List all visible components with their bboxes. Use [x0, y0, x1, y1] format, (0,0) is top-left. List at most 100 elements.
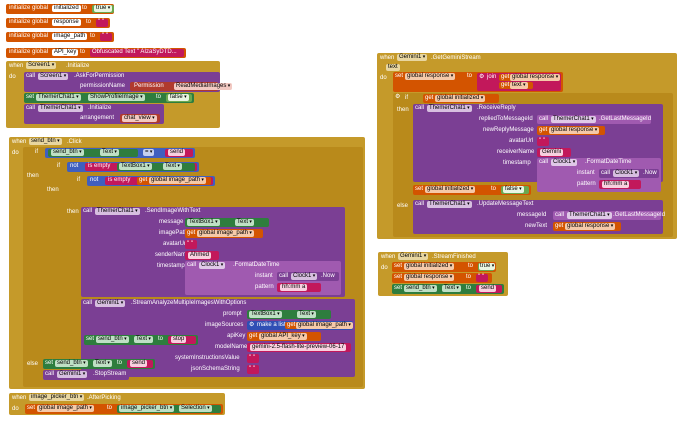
- variable-dropdown[interactable]: global image_path: [149, 177, 206, 184]
- component-dropdown[interactable]: ThemerChat1: [551, 116, 596, 123]
- component-dropdown[interactable]: Screen1: [38, 73, 69, 80]
- gear-icon[interactable]: ⚙: [249, 322, 255, 328]
- property-dropdown[interactable]: ShowProfileImage: [88, 94, 145, 101]
- get-textbox-text[interactable]: TextBox1 Text: [185, 218, 269, 227]
- variable-dropdown[interactable]: global response: [510, 74, 561, 81]
- if-initialized-block[interactable]: ⚙ if get global initialized then call Th…: [393, 93, 673, 237]
- sender-name-string[interactable]: Ahmed: [185, 251, 219, 260]
- variable-dropdown[interactable]: global response: [549, 127, 600, 134]
- component-dropdown[interactable]: Clock1: [291, 273, 318, 280]
- string-value[interactable]: gemini-2.5-flash-lite-preview-06-17: [250, 344, 347, 351]
- stop-stream-call[interactable]: call Gemini1 .StopStream: [43, 370, 129, 380]
- empty-string[interactable]: " ": [247, 365, 259, 374]
- empty-string[interactable]: " ": [247, 354, 259, 363]
- variable-dropdown[interactable]: global initialized: [435, 95, 486, 102]
- format-date-time-call[interactable]: call Clock1 .FormatDateTime instant call…: [185, 261, 341, 295]
- component-dropdown[interactable]: send_btn: [29, 138, 62, 145]
- variable-dropdown[interactable]: global API_key: [259, 333, 307, 340]
- property-dropdown[interactable]: Text: [235, 219, 254, 226]
- init-global-initialized[interactable]: initialize global initialized to true: [6, 4, 114, 14]
- string-value[interactable]: send: [479, 285, 497, 292]
- property-dropdown[interactable]: Text: [100, 149, 119, 156]
- if-block-inner[interactable]: if not is empty TextBox1 Text then if no…: [43, 161, 361, 377]
- gemini-get-stream-event[interactable]: when Gemini1 .GetGeminiStream text do se…: [377, 53, 677, 239]
- property-dropdown[interactable]: Text: [93, 360, 112, 367]
- get-api-key[interactable]: get global API_key: [247, 332, 321, 341]
- component-dropdown[interactable]: Screen1: [26, 62, 57, 69]
- empty-string[interactable]: " ": [537, 137, 549, 146]
- set-global-initialized-true[interactable]: set global initialized to true: [392, 262, 496, 272]
- operator-dropdown[interactable]: =: [143, 149, 155, 156]
- get-text[interactable]: get text: [499, 82, 533, 89]
- component-dropdown[interactable]: TextBox1: [119, 163, 152, 170]
- set-global-response-join[interactable]: set global response to ⚙ join get global…: [393, 72, 563, 92]
- get-last-message-id-call[interactable]: call ThemerChat1 .GetLastMessageId: [553, 211, 665, 220]
- variable-dropdown[interactable]: global image_path: [197, 230, 254, 237]
- is-empty-block[interactable]: is empty TextBox1 Text: [85, 163, 197, 171]
- send-image-with-text-call[interactable]: call ThemerChat1 .SendImageWithText mess…: [81, 207, 345, 297]
- var-name[interactable]: initialized: [52, 5, 81, 12]
- set-send-btn-text-send[interactable]: set send_btn Text to send: [392, 284, 504, 294]
- string-value[interactable]: Ahmed: [188, 252, 212, 259]
- update-message-text-call[interactable]: call ThemerChat1 .UpdateMessageText mess…: [413, 200, 665, 234]
- variable-dropdown[interactable]: global image_path: [37, 405, 94, 412]
- set-send-btn-text-stop[interactable]: set send_btn Text to stop: [84, 335, 198, 345]
- gemini-stream-finished-event[interactable]: when Gemini1 .StreamFinished do set glob…: [378, 252, 508, 296]
- set-global-initialized-false[interactable]: set global initialized to false: [413, 185, 531, 195]
- component-dropdown[interactable]: ThemerChat1: [427, 105, 472, 112]
- variable-dropdown[interactable]: global response: [405, 73, 456, 80]
- model-name-string[interactable]: gemini-2.5-flash-lite-preview-06-17: [247, 343, 351, 352]
- receive-reply-call[interactable]: call ThemerChat1 .ReceiveReply repliedTo…: [413, 104, 663, 192]
- format-date-time-call[interactable]: call Clock1 .FormatDateTime instant call…: [537, 158, 661, 192]
- component-dropdown[interactable]: TextBox1: [249, 311, 282, 318]
- set-show-profile-image[interactable]: set ThemerChat1 ShowProfileImage to fals…: [24, 93, 194, 103]
- property-dropdown[interactable]: Text: [134, 336, 153, 343]
- true-block[interactable]: true: [92, 5, 114, 13]
- clock-now-call[interactable]: call Clock1 .Now: [599, 169, 659, 178]
- if-block-image-path[interactable]: if not is empty get global image_path th…: [63, 175, 357, 377]
- obfuscated-text[interactable]: Obfuscated Text " AIzaSyDTD...: [90, 49, 184, 57]
- param-text[interactable]: text: [386, 64, 400, 71]
- component-dropdown[interactable]: send_btn: [55, 360, 88, 367]
- init-global-image-path[interactable]: initialize global image_path to " ": [6, 32, 114, 42]
- empty-string[interactable]: " ": [185, 240, 197, 249]
- component-dropdown[interactable]: Gemini1: [57, 371, 88, 378]
- property-dropdown[interactable]: Text: [163, 163, 182, 170]
- component-dropdown[interactable]: ThemerChat1: [95, 208, 140, 215]
- init-global-response[interactable]: initialize global response to " ": [6, 18, 110, 28]
- property-dropdown[interactable]: Text: [442, 285, 461, 292]
- get-image-path[interactable]: get global image_path: [285, 322, 353, 329]
- get-global-response[interactable]: get global response: [553, 222, 621, 231]
- init-global-api-key[interactable]: initialize global API_key to Obfuscated …: [6, 48, 186, 58]
- string-value[interactable]: send: [168, 149, 186, 156]
- pattern-string[interactable]: hh:mm a: [599, 180, 641, 189]
- false-block[interactable]: false: [501, 186, 529, 194]
- gear-icon[interactable]: ⚙: [479, 74, 485, 80]
- join-block[interactable]: ⚙ join get global response get text: [477, 73, 561, 91]
- send-btn-click-event[interactable]: when send_btn .Click do if send_btn Text…: [9, 137, 365, 389]
- send-string[interactable]: send: [165, 149, 193, 157]
- variable-dropdown[interactable]: text: [510, 82, 528, 89]
- component-dropdown[interactable]: Gemini1: [397, 54, 428, 61]
- compare-block[interactable]: send_btn Text = send: [45, 148, 195, 158]
- component-dropdown[interactable]: ThemerChat1: [36, 94, 81, 101]
- not-block-image[interactable]: not is empty get global image_path: [87, 176, 215, 186]
- gear-icon[interactable]: ⚙: [395, 94, 401, 100]
- true-dropdown[interactable]: true: [479, 263, 496, 270]
- component-dropdown[interactable]: Clock1: [199, 262, 226, 269]
- false-block[interactable]: false: [166, 94, 192, 102]
- variable-dropdown[interactable]: global initialized: [404, 263, 455, 270]
- variable-dropdown[interactable]: global response: [404, 274, 455, 281]
- stop-string[interactable]: stop: [168, 336, 196, 344]
- get-textbox-text[interactable]: TextBox1 Text: [117, 163, 195, 171]
- not-block[interactable]: not is empty TextBox1 Text: [67, 162, 199, 172]
- get-global-response[interactable]: get global response: [499, 74, 561, 81]
- component-dropdown[interactable]: image_picker_btn: [119, 405, 175, 412]
- component-dropdown[interactable]: TextBox1: [187, 219, 220, 226]
- variable-dropdown[interactable]: global response: [565, 223, 616, 230]
- arrangement-block[interactable]: chat_view: [120, 114, 160, 123]
- empty-string[interactable]: " ": [100, 33, 112, 41]
- get-global-initialized[interactable]: get global initialized: [423, 94, 499, 103]
- component-dropdown[interactable]: send_btn: [404, 285, 437, 292]
- false-dropdown[interactable]: false: [168, 94, 189, 101]
